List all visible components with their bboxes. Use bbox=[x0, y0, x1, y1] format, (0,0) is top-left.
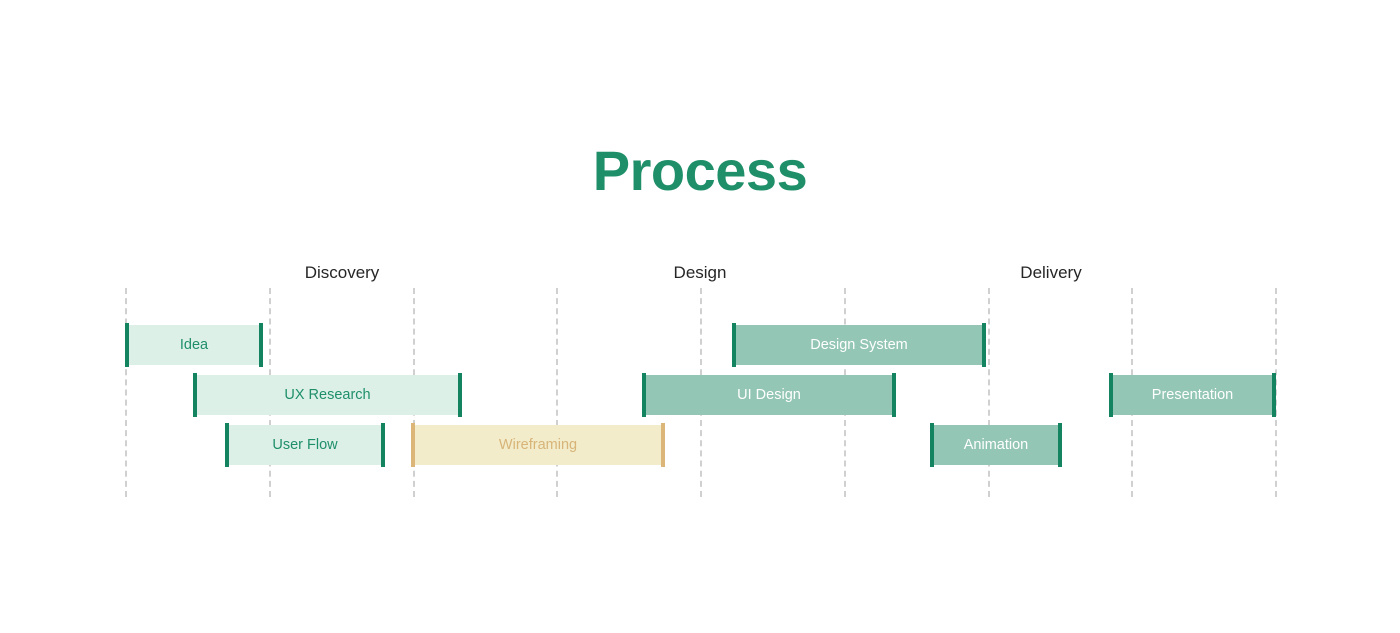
gridline-7 bbox=[988, 288, 990, 497]
page-title: Process bbox=[592, 139, 808, 202]
task-bar-user-flow[interactable]: User Flow bbox=[225, 423, 385, 467]
phase-header-discovery: Discovery bbox=[304, 263, 380, 282]
task-bar-animation[interactable]: Animation bbox=[930, 423, 1062, 467]
phase-header-delivery: Delivery bbox=[1020, 263, 1082, 282]
phase-header-design: Design bbox=[673, 263, 727, 282]
task-bar-label: Presentation bbox=[1151, 387, 1234, 403]
task-bar-ui-design[interactable]: UI Design bbox=[642, 373, 896, 417]
task-bar-presentation[interactable]: Presentation bbox=[1109, 373, 1276, 417]
task-bar-label: User Flow bbox=[272, 437, 338, 453]
task-bar-wireframing[interactable]: Wireframing bbox=[411, 423, 665, 467]
gridline-4 bbox=[556, 288, 558, 497]
task-bar-label: Design System bbox=[810, 337, 908, 353]
task-bar-label: Animation bbox=[963, 437, 1029, 453]
task-bar-idea[interactable]: Idea bbox=[125, 323, 263, 367]
gridline-1 bbox=[125, 288, 127, 497]
task-bar-label: Wireframing bbox=[498, 437, 578, 453]
task-bar-ux-research[interactable]: UX Research bbox=[193, 373, 462, 417]
task-bar-label: UI Design bbox=[737, 387, 801, 403]
gridline-9 bbox=[1275, 288, 1277, 497]
task-bar-design-system[interactable]: Design System bbox=[732, 323, 986, 367]
task-bar-label: Idea bbox=[179, 337, 209, 353]
task-bar-label: UX Research bbox=[284, 387, 371, 403]
